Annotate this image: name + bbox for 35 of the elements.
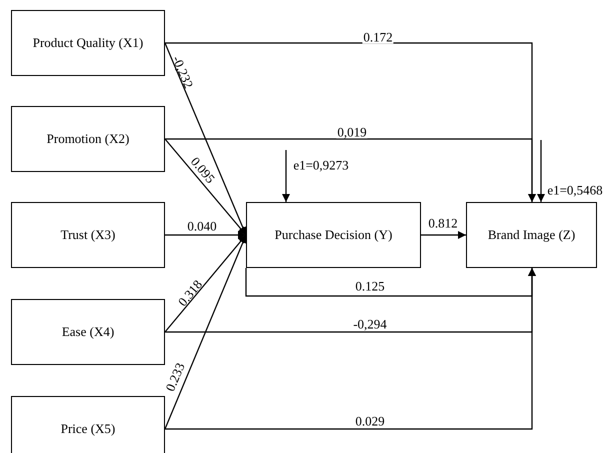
variable-box [246,202,421,268]
path-coefficient: 0.172 [362,30,394,44]
arrow [164,234,246,332]
arrow [164,42,247,236]
path-coefficient: 0.125 [354,280,386,292]
path-coefficient: -0,232 [170,53,196,91]
path-coefficient: 0,019 [336,126,368,138]
arrow [537,140,545,202]
variable-box [11,10,165,76]
arrow [421,231,466,239]
variable-box [466,202,597,268]
path-coefficient: 0.812 [427,216,459,230]
variable-name: Product Quality (X1) [32,35,144,51]
path-coefficient: 0.029 [354,414,386,428]
variable-box [11,396,165,453]
path-coefficient: 0.233 [162,360,188,394]
arrow [282,150,290,202]
variable-name: Brand Image (Z) [486,227,576,243]
path-coefficient: e1=0,5468 [546,184,604,196]
variable-name: Trust (X3) [60,227,116,243]
variable-name: Purchase Decision (Y) [274,227,394,243]
variable-name: Promotion (X2) [46,131,130,147]
variable-box [11,202,165,268]
arrow [164,234,247,430]
variable-box [11,106,165,172]
arrow [165,231,246,239]
variable-name: Price (X5) [60,421,116,437]
arrow [165,268,536,430]
arrow [165,138,536,202]
path-coefficient: e1=0,9273 [292,158,350,172]
arrow [164,138,246,236]
path-coefficient: 0.040 [186,220,218,232]
path-coefficient: -0,294 [352,318,388,330]
variable-name: Ease (X4) [60,324,116,340]
variable-box [11,299,165,365]
